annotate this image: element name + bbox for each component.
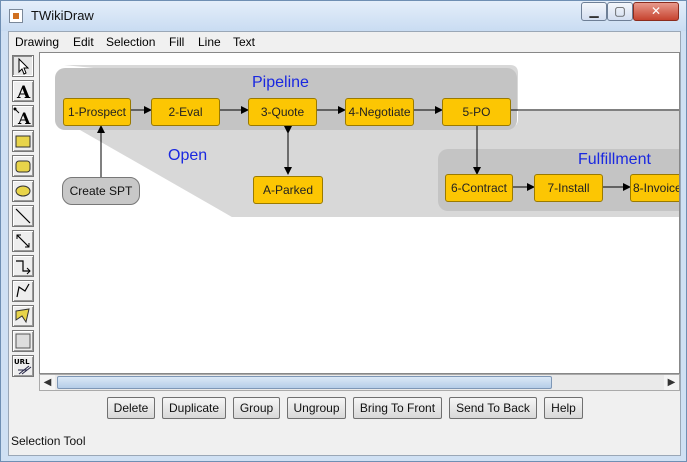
menu-text[interactable]: Text [233,35,256,49]
selection-tool[interactable] [12,55,34,77]
rounded-rectangle-tool[interactable] [12,155,34,177]
polyline-tool[interactable] [12,280,34,302]
rectangle-icon [15,135,31,148]
duplicate-button[interactable]: Duplicate [162,397,226,419]
svg-text:A: A [16,83,31,101]
ellipse-tool[interactable] [12,180,34,202]
help-button[interactable]: Help [544,397,583,419]
image-icon [15,333,31,349]
drawing-canvas[interactable]: Pipeline Open Fulfillment 1-Prospect 2-E… [39,52,680,374]
pipeline-label: Pipeline [252,74,309,91]
title-bar[interactable]: TWikiDraw ▁ ▢ ✕ [1,1,686,31]
tool-palette: A A [9,52,39,392]
url-tool[interactable]: URL [12,355,34,377]
svg-text:A: A [17,109,31,126]
horizontal-scrollbar[interactable]: ◀ ▶ [39,374,680,391]
window-title: TWikiDraw [31,8,94,23]
menu-edit[interactable]: Edit [73,35,94,49]
text-tool[interactable]: A [12,80,34,102]
menu-bar: Drawing Edit Selection Fill Line Text [9,32,680,52]
delete-button[interactable]: Delete [107,397,155,419]
menu-selection[interactable]: Selection [106,35,156,49]
menu-drawing[interactable]: Drawing [15,35,60,49]
node-contract[interactable]: 6-Contract [445,174,513,202]
minimize-icon: ▁ [589,4,599,18]
menu-fill[interactable]: Fill [169,35,185,49]
node-invoice[interactable]: 8-Invoice [630,174,679,202]
ellipse-icon [15,185,31,197]
close-button[interactable]: ✕ [633,2,679,21]
open-label: Open [168,147,208,164]
line-icon [15,208,31,224]
line-tool[interactable] [12,205,34,227]
group-button[interactable]: Group [233,397,280,419]
text-icon: A [16,83,31,101]
url-icon: URL [14,358,32,375]
maximize-icon: ▢ [614,4,626,18]
fulfillment-label: Fulfillment [578,151,651,168]
svg-text:URL: URL [14,358,30,366]
image-tool[interactable] [12,330,34,352]
node-po[interactable]: 5-PO [442,98,511,126]
connection-tool[interactable] [12,230,34,252]
ungroup-button[interactable]: Ungroup [287,397,346,419]
node-negotiate[interactable]: 4-Negotiate [345,98,414,126]
polygon-tool[interactable] [12,305,34,327]
send-to-back-button[interactable]: Send To Back [449,397,537,419]
node-parked[interactable]: A-Parked [253,176,323,204]
scroll-left-icon[interactable]: ◀ [40,375,55,390]
status-text: Selection Tool [11,434,86,448]
connection-icon [16,234,30,248]
scroll-thumb[interactable] [57,376,552,389]
node-prospect[interactable]: 1-Prospect [63,98,131,126]
node-create-spt[interactable]: Create SPT [62,177,140,205]
arrow-pointer-icon [18,57,30,75]
app-icon [9,9,23,23]
bring-to-front-button[interactable]: Bring To Front [353,397,442,419]
maximize-button[interactable]: ▢ [607,2,633,21]
elbow-connection-tool[interactable] [12,255,34,277]
elbow-connection-icon [16,260,31,275]
connected-text-icon: A [13,107,31,126]
polygon-icon [15,308,30,324]
client-area: Drawing Edit Selection Fill Line Text A … [8,31,681,456]
menu-line[interactable]: Line [198,35,221,49]
node-install[interactable]: 7-Install [534,174,603,202]
action-button-row: Delete Duplicate Group Ungroup Bring To … [9,397,680,421]
minimize-button[interactable]: ▁ [581,2,607,21]
node-quote[interactable]: 3-Quote [248,98,317,126]
node-eval[interactable]: 2-Eval [151,98,220,126]
close-icon: ✕ [650,4,662,18]
rounded-rectangle-icon [15,160,31,173]
connected-text-tool[interactable]: A [12,105,34,127]
polyline-icon [16,283,30,298]
rectangle-tool[interactable] [12,130,34,152]
scroll-right-icon[interactable]: ▶ [664,375,679,390]
